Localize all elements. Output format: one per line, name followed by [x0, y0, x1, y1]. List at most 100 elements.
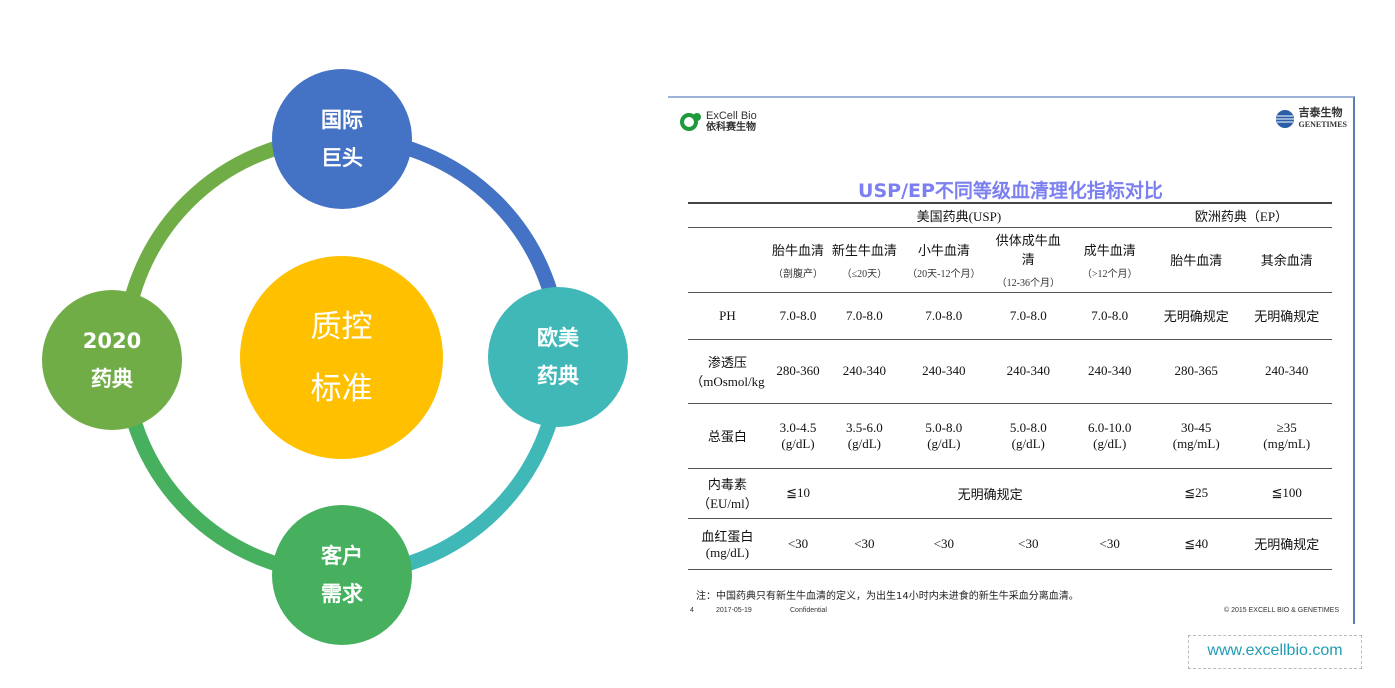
table-cell: <30 — [766, 518, 830, 570]
table-cell: ≦100 — [1241, 468, 1332, 519]
logo-right-en: GENETIMES — [1298, 120, 1347, 129]
excellbio-logo-icon — [680, 113, 701, 131]
node-bottom-line-2: 需求 — [321, 582, 363, 606]
row-label-line: PH — [719, 307, 736, 323]
serum-comparison-table: 美国药典(USP) 欧洲药典（EP） 胎牛血清（剖腹产）新生牛血清（≤20天）小… — [688, 202, 1332, 570]
column-name: 小牛血清 — [917, 242, 970, 258]
logo-left-cn: 依科赛生物 — [706, 122, 756, 133]
row-label: PH — [688, 292, 767, 340]
footnote: 注：中国药典只有新生牛血清的定义，为出生14小时内未进食的新生牛采血分离血清。 — [696, 591, 1079, 602]
row-label-line: 内毒素 — [707, 477, 747, 492]
page-number: 4 — [690, 607, 694, 614]
column-name: 胎牛血清 — [772, 242, 825, 258]
footer-confidential: Confidential — [790, 607, 827, 614]
row-label-line: (mg/dL) — [705, 545, 750, 560]
group-header-row: 美国药典(USP) 欧洲药典（EP） — [688, 203, 1332, 228]
table-cell: 7.0-8.0 — [766, 292, 830, 340]
genetimes-globe-icon — [1275, 110, 1294, 128]
node-top-line-2: 巨头 — [321, 146, 363, 170]
table-cell: ≦40 — [1150, 518, 1242, 570]
node-right: 欧美 药典 — [488, 287, 628, 427]
quality-standard-diagram: 质控 标准 国际 巨头 欧美 药典 客户 需求 2020 药典 — [0, 0, 660, 688]
logo-right-cn: 吉泰生物 — [1298, 107, 1343, 119]
table-cell: 7.0-8.0 — [988, 292, 1069, 340]
column-header: 新生牛血清（≤20天） — [829, 227, 900, 293]
row-label-line: 渗透压 — [707, 355, 747, 370]
row-label: 内毒素 （EU/ml） — [688, 468, 767, 519]
table-cell: 3.5-6.0 (g/dL) — [829, 403, 900, 469]
column-name: 成牛血清 — [1083, 242, 1136, 258]
table-cell: 3.0-4.5 (g/dL) — [766, 403, 830, 469]
center-node: 质控 标准 — [240, 256, 443, 459]
footer-date: 2017-05-19 — [716, 607, 752, 614]
table-cell: 240-340 — [988, 339, 1069, 404]
table-cell: ≦10 — [766, 468, 830, 519]
column-subtitle: （12-36个月） — [996, 278, 1060, 289]
slide-title: USP/EP不同等级血清理化指标对比 — [858, 180, 1163, 202]
column-subtitle: （剖腹产） — [773, 268, 824, 280]
table-cell: 240-340 — [829, 339, 900, 404]
column-header-row: 胎牛血清 （剖腹产） 新生牛血清（≤20天） 小牛血清 （20天-12个月） 供体成牛血清… — [688, 227, 1332, 293]
node-right-line-1: 欧美 — [537, 326, 579, 350]
table-cell: 7.0-8.0 — [899, 292, 989, 340]
column-header: 小牛血清 （20天-12个月） — [899, 227, 989, 293]
column-header: 其余血清 — [1241, 227, 1332, 293]
table-cell: 5.0-8.0 (g/dL) — [899, 403, 989, 469]
row-label: 血红蛋白(mg/dL) — [688, 518, 767, 570]
footer-copyright: © 2015 EXCELL BIO & GENETIMES — [1224, 607, 1339, 614]
genetimes-logo: 吉泰生物 GENETIMES — [1275, 108, 1347, 130]
table-cell: <30 — [988, 518, 1069, 570]
table-cell: 240-340 — [1241, 339, 1332, 404]
column-subtitle: （>12个月） — [1081, 268, 1138, 280]
group-ep: 欧洲药典（EP） — [1150, 203, 1332, 228]
table-cell: 7.0-8.0 — [1068, 292, 1151, 340]
table-cell: 280-360 — [766, 339, 830, 404]
column-name: 胎牛血清 — [1170, 253, 1223, 268]
row-label-line: （mOsmol/kg — [690, 374, 765, 389]
center-line-2: 标准 — [310, 370, 373, 407]
table-cell: ≦25 — [1150, 468, 1242, 519]
column-subtitle: （≤20天） — [841, 268, 888, 280]
column-subtitle: （20天-12个月） — [907, 268, 981, 280]
node-right-line-2: 药典 — [537, 364, 579, 388]
group-usp: 美国药典(USP) — [766, 203, 1151, 228]
column-header: 供体成牛血清 （12-36个月） — [988, 227, 1069, 293]
website-link[interactable]: www.excellbio.com — [1188, 635, 1362, 669]
column-name: 其余血清 — [1260, 253, 1313, 268]
node-top: 国际 巨头 — [272, 69, 412, 209]
logo-left-en: ExCell Bio — [706, 110, 757, 122]
table-cell: 无明确规定 — [1241, 518, 1332, 570]
row-label-line: （EU/ml） — [697, 496, 758, 511]
row-label: 总蛋白 — [688, 403, 767, 469]
node-bottom-line-1: 客户 — [321, 544, 363, 568]
table-cell: 240-340 — [899, 339, 989, 404]
column-header: 胎牛血清 （剖腹产） — [766, 227, 830, 293]
column-name: 供体成牛血清 — [995, 233, 1061, 267]
column-header: 胎牛血清 — [1150, 227, 1242, 293]
center-line-1: 质控 — [310, 308, 373, 345]
table-cell: 无明确规定 — [829, 468, 1151, 519]
table-cell: 6.0-10.0 (g/dL) — [1068, 403, 1151, 469]
table-cell: <30 — [1068, 518, 1151, 570]
table-cell: 30-45 (mg/mL) — [1150, 403, 1242, 469]
table-cell: <30 — [899, 518, 989, 570]
column-header: 成牛血清 （>12个月） — [1068, 227, 1151, 293]
table-cell: 5.0-8.0 (g/dL) — [988, 403, 1069, 469]
table-cell: <30 — [829, 518, 900, 570]
node-bottom: 客户 需求 — [272, 505, 412, 645]
row-label: 渗透压 （mOsmol/kg — [688, 339, 767, 404]
table-cell: 240-340 — [1068, 339, 1151, 404]
excellbio-logo: ExCell Bio 依科赛生物 — [680, 110, 757, 134]
node-left: 2020 药典 — [42, 290, 182, 430]
node-left-line-1: 2020 — [82, 329, 142, 353]
table-cell: 无明确规定 — [1241, 292, 1332, 340]
row-label-line: 总蛋白 — [707, 429, 747, 444]
node-top-line-1: 国际 — [321, 108, 363, 132]
table-cell: 280-365 — [1150, 339, 1242, 404]
table-cell: 7.0-8.0 — [829, 292, 900, 340]
node-left-line-2: 药典 — [91, 367, 133, 391]
